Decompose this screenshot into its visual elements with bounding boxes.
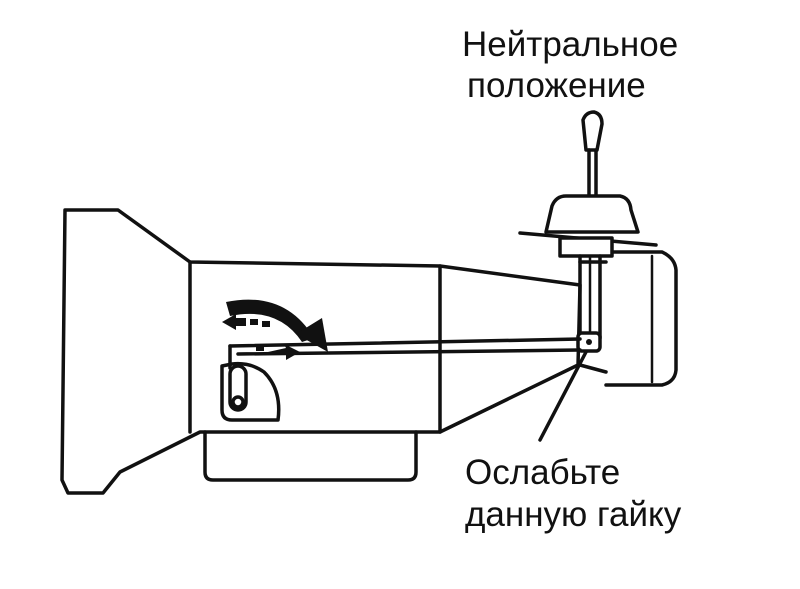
transmission-housing <box>60 208 582 495</box>
movement-arrow-icon <box>226 299 328 352</box>
shift-arm <box>220 344 281 422</box>
neutral-label-line1: Нейтральное <box>462 25 678 64</box>
extension-housing <box>578 250 678 387</box>
neutral-label-line2: положение <box>467 66 646 105</box>
nut-label-line1: Ослабьте <box>465 453 620 492</box>
direction-arrows-icon <box>222 314 300 360</box>
nut-leader-line <box>538 350 588 442</box>
oil-pan <box>203 430 418 482</box>
nut-label-line2: данную гайку <box>465 495 682 534</box>
selector-lever <box>518 110 658 353</box>
